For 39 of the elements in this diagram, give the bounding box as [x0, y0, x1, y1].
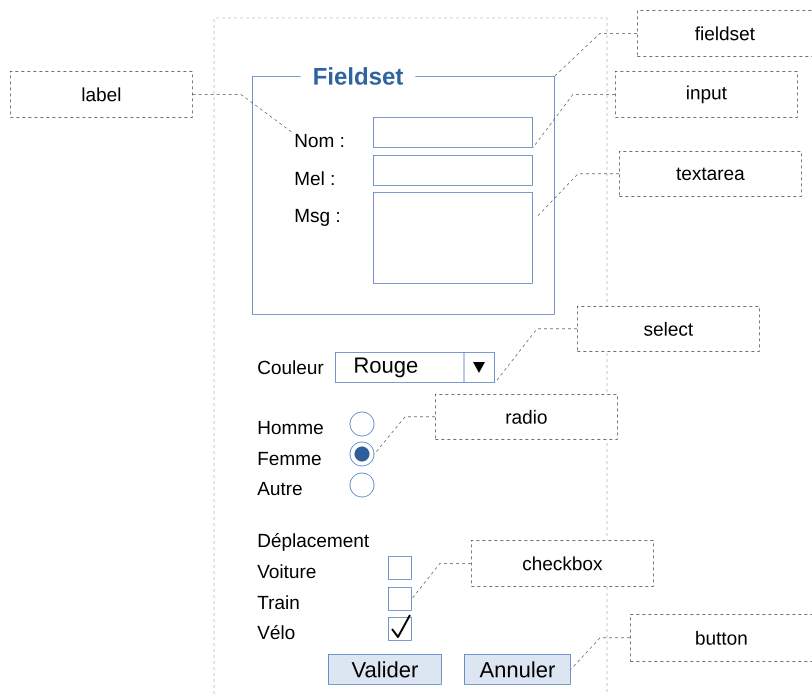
callout-box: fieldset	[637, 10, 812, 57]
field-label: Vélo	[257, 625, 294, 640]
field-label: Nom :	[296, 134, 344, 148]
button: Valider	[328, 654, 442, 685]
leader-line	[554, 33, 638, 76]
callout-box: radio	[435, 394, 618, 440]
radio-button	[350, 442, 374, 466]
field-label: Train	[258, 595, 299, 610]
callout-box: select	[577, 306, 760, 352]
checkbox	[388, 614, 412, 641]
field-label: Couleur	[258, 360, 324, 374]
callout-box: textarea	[619, 151, 802, 197]
field-label: Femme	[258, 452, 321, 466]
field-label: Voiture	[257, 564, 316, 578]
field-label: Homme	[258, 420, 323, 434]
radio-button	[350, 412, 374, 436]
checkbox	[388, 587, 412, 611]
input-field	[373, 117, 533, 148]
callout-box: button	[630, 614, 812, 662]
callout-box: checkbox	[471, 540, 654, 587]
button: Annuler	[464, 654, 571, 685]
radio-button	[350, 472, 374, 498]
leader-line	[532, 94, 616, 148]
leader-line	[570, 638, 630, 670]
checkbox	[388, 556, 412, 580]
field-label: Msg :	[296, 208, 339, 226]
leader-line	[412, 563, 472, 600]
callout-box: input	[615, 71, 798, 118]
field-label: Autre	[257, 482, 302, 496]
field-label: Déplacement	[258, 533, 369, 551]
leader-line	[192, 94, 294, 134]
leader-line	[536, 174, 620, 218]
leader-line	[374, 416, 436, 454]
callout-box: label	[10, 71, 193, 118]
field-label: Mel :	[296, 171, 334, 186]
input-field	[373, 155, 533, 186]
fieldset-legend: Fieldset	[300, 64, 416, 88]
select-field: Rouge	[335, 352, 495, 383]
input-field	[373, 192, 533, 284]
